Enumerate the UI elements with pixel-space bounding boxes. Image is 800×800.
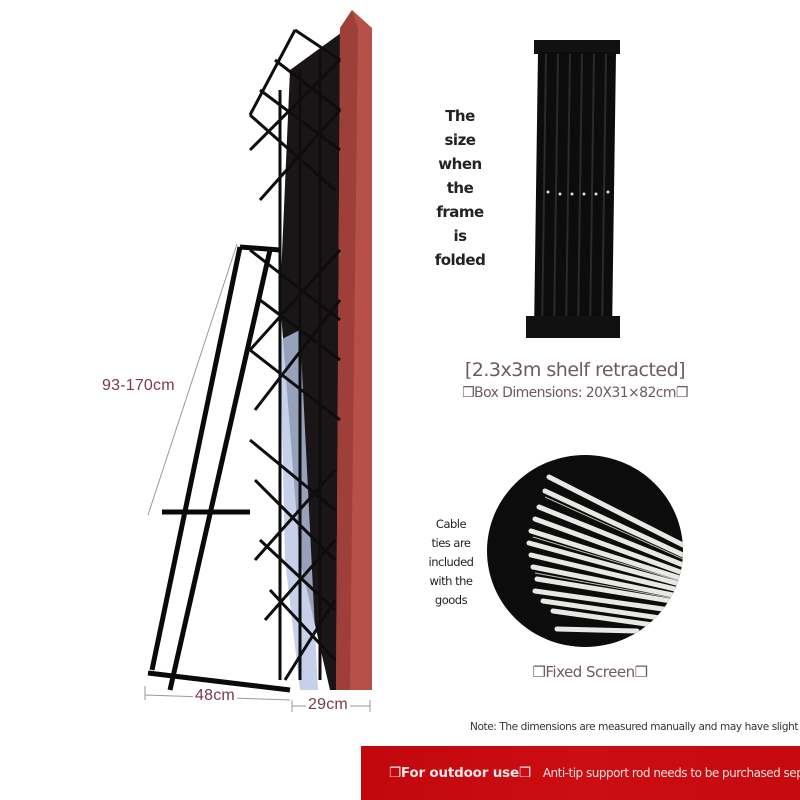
cable-ties-image [487,455,683,647]
caption-line: size [444,131,476,149]
caption-line: The [445,107,475,125]
folded-size-caption: The size when the frame is folded [424,104,496,272]
caption-line: included [428,555,474,569]
base-depth-label: 48cm [193,687,237,705]
caption-line: Cable [435,517,467,531]
outdoor-use-banner: ❒For outdoor use❒ Anti-tip support rod n… [361,746,800,800]
folded-frame-image [526,40,620,338]
outdoor-use-label: ❒For outdoor use❒ [389,765,531,781]
caption-line: goods [434,593,468,607]
anti-tip-note: Anti-tip support rod needs to be purchas… [542,766,800,780]
retracted-shelf-title: [2.3x3m shelf retracted] [464,359,686,381]
frame-depth-label: 29cm [306,696,350,714]
cable-ties-caption: Cable ties are included with the goods [420,515,482,610]
pop-up-frame-image [144,10,372,712]
support-height-label: 93-170cm [100,377,177,395]
caption-line: frame [436,203,484,221]
caption-line: is [453,227,467,245]
caption-line: folded [434,251,486,269]
box-dimensions: ❒Box Dimensions: 20X31×82cm❒ [462,385,688,401]
fixed-screen-label: ❒Fixed Screen❒ [532,663,648,681]
caption-line: the [446,179,474,197]
caption-line: ties are [431,536,471,550]
caption-line: with the [429,574,473,588]
caption-line: when [438,155,482,173]
measurement-note: Note: The dimensions are measured manual… [470,721,800,733]
